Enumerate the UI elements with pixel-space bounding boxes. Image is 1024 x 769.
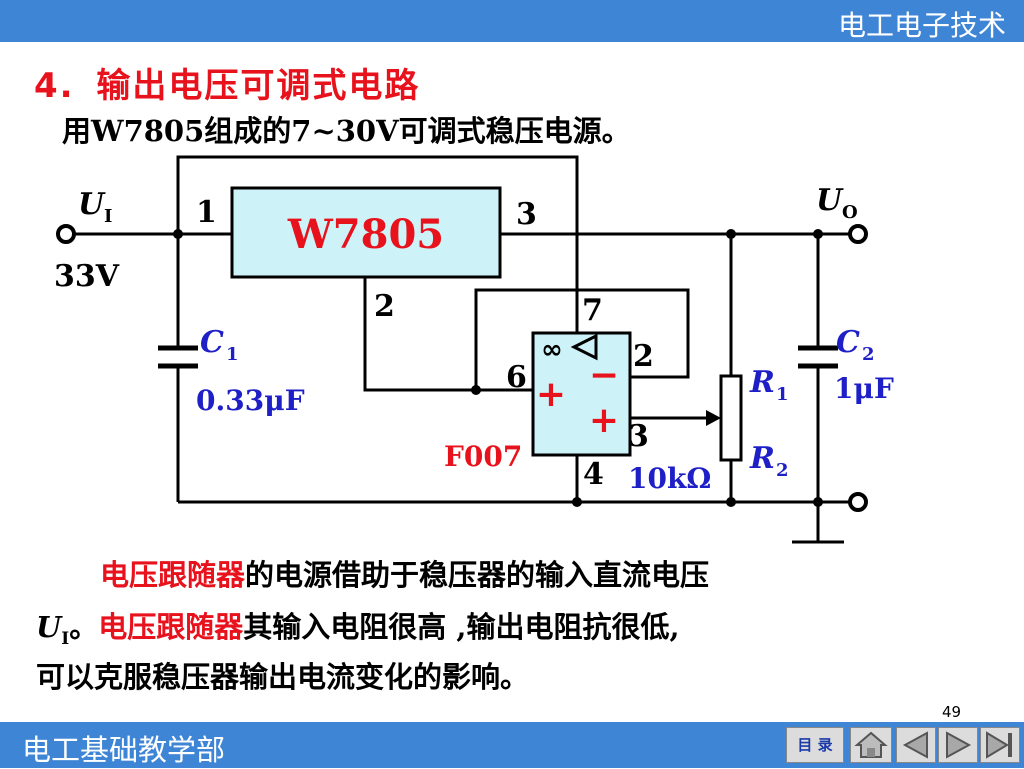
input-terminal <box>56 224 76 244</box>
paragraph-line-3: 可以克服稳压器输出电流变化的影响。 <box>36 660 530 694</box>
course-title: 电工电子技术 <box>837 9 1006 42</box>
opamp-pin-6: 6 <box>506 360 527 395</box>
circuit-subtitle: 用W7805组成的7~30V可调式稳压电源。 <box>62 114 631 148</box>
input-voltage: 33V <box>54 259 120 294</box>
output-label: U <box>816 183 844 218</box>
menu-button[interactable]: 目 录 <box>786 727 844 763</box>
opamp-triangle-icon <box>570 333 598 361</box>
opamp-box <box>531 331 632 457</box>
potentiometer <box>719 374 743 462</box>
paragraph-line-1-text: 的电源借助于稳压器的输入直流电压 <box>245 558 710 592</box>
header-bar <box>0 0 1024 42</box>
regulator-box <box>230 186 502 279</box>
department-title: 电工基础教学部 <box>22 733 226 767</box>
home-button[interactable] <box>850 727 892 763</box>
c1-label: C <box>200 325 224 360</box>
c1-value: 0.33μF <box>196 384 305 417</box>
r1-label: R <box>749 365 775 400</box>
opamp-pin-3: 3 <box>628 419 649 454</box>
r2-label: R <box>749 441 775 476</box>
paragraph-u-symbol: U <box>36 610 62 644</box>
reg-pin-2: 2 <box>374 289 395 324</box>
home-icon <box>854 731 888 758</box>
opamp-minus: − <box>589 355 619 396</box>
wiper-arrow-icon <box>706 410 721 426</box>
c1-sub: 1 <box>226 344 239 365</box>
paragraph-line-2: UI。电压跟随器其输入电阻很高 ,输出电阻抗很低, <box>36 602 956 664</box>
section-number: 4. <box>34 66 75 106</box>
page-number: 49 <box>942 703 962 721</box>
previous-icon <box>902 731 928 759</box>
output-terminal <box>848 224 868 244</box>
c2-value: 1μF <box>834 372 894 405</box>
highlight-follower-2: 电压跟随器 <box>98 610 244 644</box>
c2-label: C <box>836 325 860 360</box>
opamp-label: F007 <box>444 440 522 473</box>
r1-sub: 1 <box>776 384 789 405</box>
pot-value: 10kΩ <box>628 462 711 495</box>
opamp-plus-output: + <box>589 400 619 441</box>
last-page-icon <box>986 731 1012 759</box>
highlight-follower-1: 电压跟随器 <box>100 558 246 592</box>
opamp-pin-4: 4 <box>583 457 604 492</box>
paragraph-u-sub: I <box>61 628 70 649</box>
c2-sub: 2 <box>862 344 875 365</box>
section-title: 输出电压可调式电路 <box>96 66 421 106</box>
section-heading: 4. 输出电压可调式电路 <box>34 58 420 107</box>
opamp-pin-7: 7 <box>582 293 603 328</box>
input-label: U <box>78 187 106 222</box>
reg-pin-1: 1 <box>196 195 217 230</box>
next-icon <box>946 731 972 759</box>
last-page-button[interactable] <box>980 727 1020 763</box>
regulator-label: W7805 <box>287 211 444 258</box>
previous-button[interactable] <box>896 727 936 763</box>
opamp-infinity: ∞ <box>541 335 563 365</box>
ground-terminal <box>848 492 868 512</box>
output-label-sub: O <box>842 202 858 223</box>
r2-sub: 2 <box>776 460 789 481</box>
circuit-diagram: W7805 ∞ + − + 1 3 2 7 6 2 3 4 33V U U I … <box>54 155 894 544</box>
reg-pin-3: 3 <box>516 197 537 232</box>
input-label-sub: I <box>104 206 112 227</box>
paragraph-line-1: 电压跟随器的电源借助于稳压器的输入直流电压 <box>36 550 956 600</box>
next-button[interactable] <box>938 727 978 763</box>
opamp-plus-input: + <box>536 374 566 415</box>
paragraph-period: 。 <box>69 610 99 644</box>
paragraph-line-2-text: 其输入电阻很高 ,输出电阻抗很低, <box>243 610 680 644</box>
opamp-pin-2: 2 <box>633 339 654 374</box>
